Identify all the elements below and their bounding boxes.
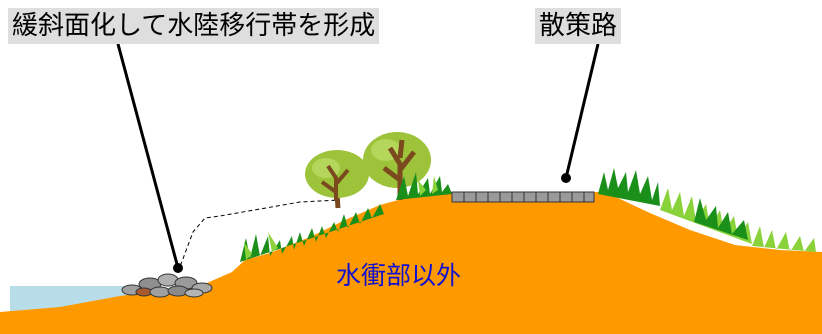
- former-bank-line: [177, 199, 341, 273]
- embankment: [0, 192, 822, 334]
- left-callout-leader: [116, 43, 180, 269]
- tree-icon: [363, 132, 431, 200]
- tree-icon: [305, 150, 369, 209]
- zone-label: 水衝部以外: [336, 261, 462, 290]
- left-callout-dot: [173, 263, 183, 273]
- right-callout-leader: [564, 43, 600, 179]
- grass-right: [598, 168, 816, 252]
- walking-path-icon: [451, 191, 595, 203]
- right-callout-dot: [561, 173, 571, 183]
- stone-pile-icon: [121, 273, 213, 298]
- grass-left: [240, 172, 452, 262]
- right-callout-label: 散策路: [535, 8, 622, 44]
- left-callout-label: 緩斜面化して水陸移行帯を形成: [8, 8, 380, 44]
